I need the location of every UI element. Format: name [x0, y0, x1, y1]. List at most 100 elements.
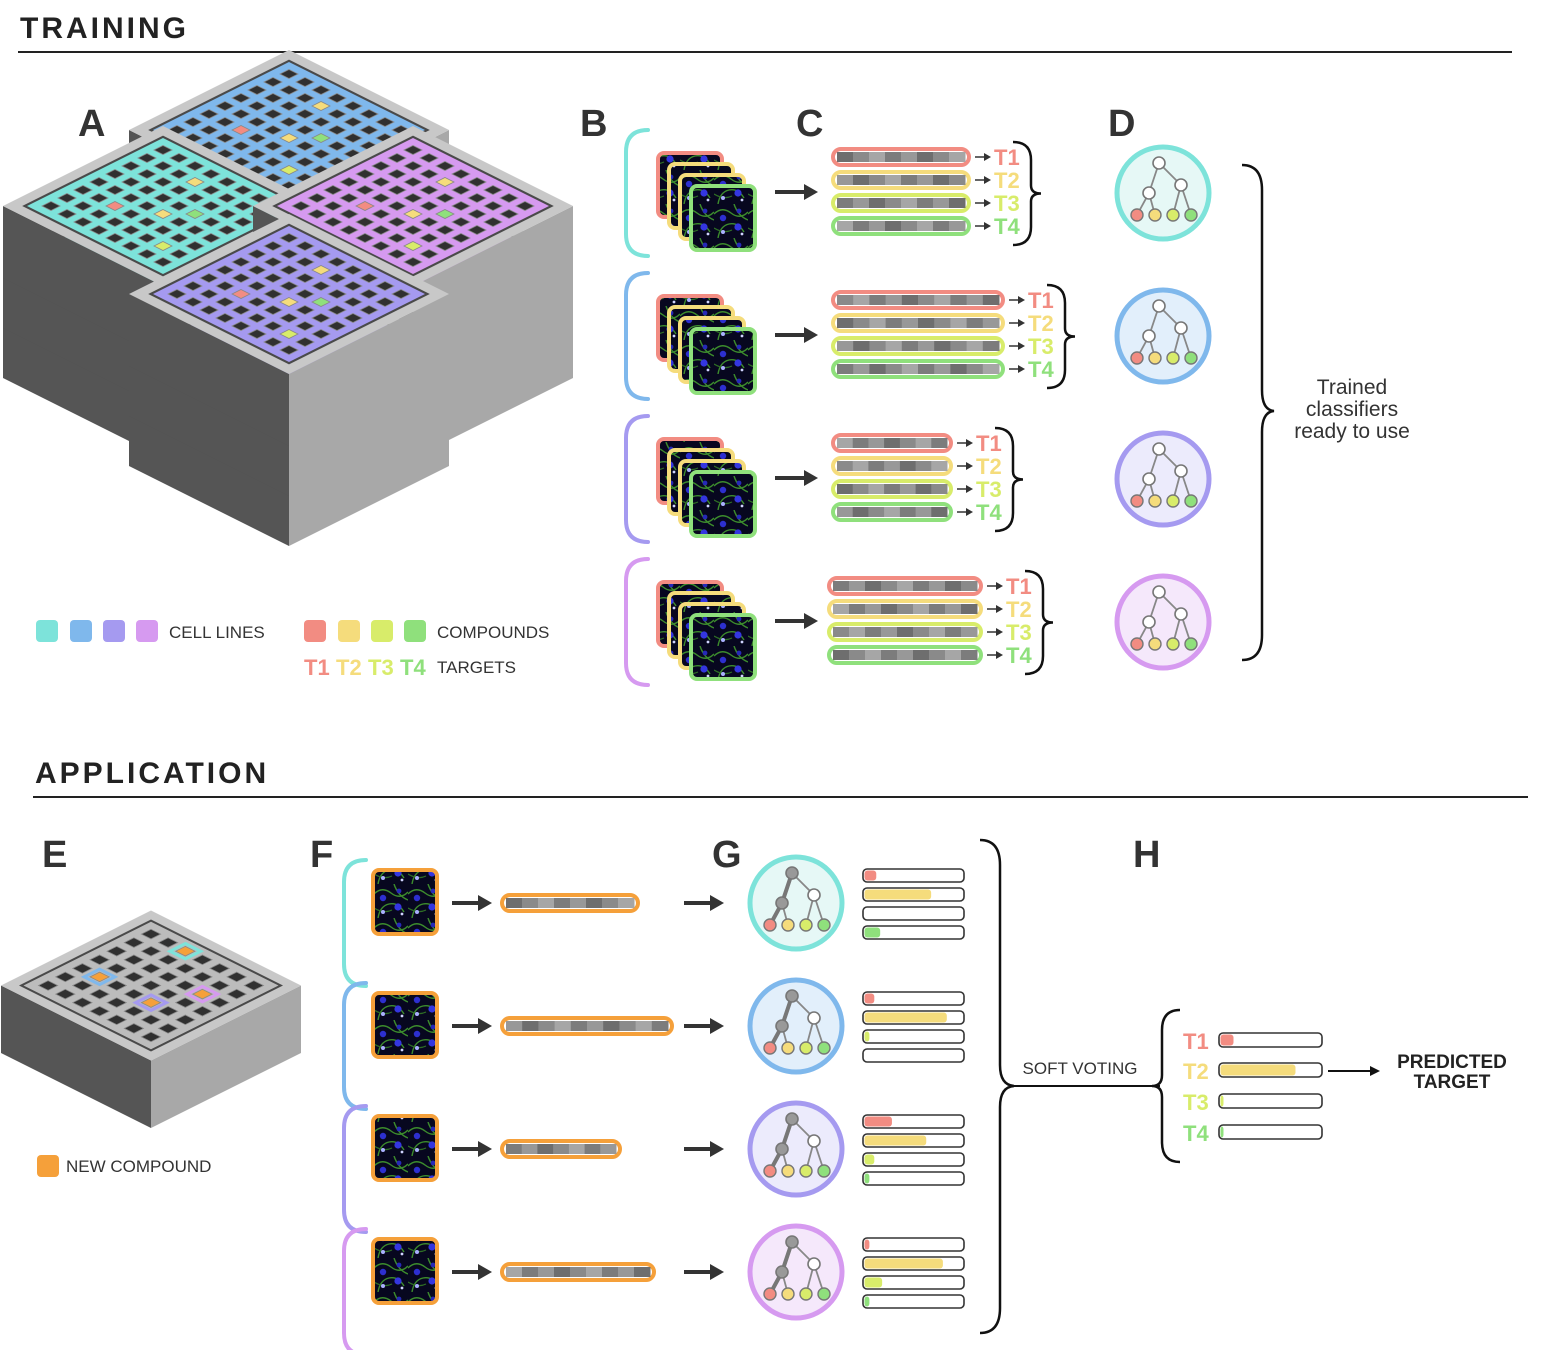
tree-node — [785, 1235, 799, 1249]
feature-cell — [869, 198, 886, 208]
feature-cell — [966, 318, 984, 328]
feature-cell — [950, 364, 968, 374]
plate-well — [174, 945, 196, 957]
plate-well — [355, 233, 375, 243]
tree-leaf — [817, 1164, 831, 1178]
plate-well — [106, 1014, 128, 1026]
plate-well — [191, 988, 213, 1000]
cell-line-bracket — [624, 271, 650, 401]
classifier-arrow-head — [710, 1018, 724, 1034]
target-arrow-head — [966, 439, 973, 447]
feature-cell — [961, 627, 978, 637]
plate-well — [191, 971, 213, 983]
plate-well — [89, 209, 109, 219]
plate-well — [359, 125, 379, 135]
final-target-label: T2 — [1183, 1059, 1209, 1084]
plate-well — [54, 988, 76, 1000]
plate-well — [89, 971, 111, 983]
plate-well — [295, 77, 315, 87]
tree-leaf — [1166, 637, 1180, 651]
tree-node — [1174, 178, 1188, 192]
plate-well — [153, 241, 173, 251]
plate-well — [311, 117, 331, 127]
plate-well — [169, 153, 189, 163]
plate-well — [279, 69, 299, 79]
feature-cell — [897, 604, 914, 614]
plate-well — [435, 177, 455, 187]
feature-cell — [853, 364, 870, 374]
plate-well — [106, 945, 128, 957]
plate-well — [153, 225, 173, 235]
plate-well — [105, 169, 125, 179]
plate-well — [403, 241, 423, 251]
plate-well — [451, 217, 471, 227]
compound-well-highlight — [166, 941, 205, 961]
feature-cell — [918, 341, 935, 351]
plate-well — [419, 217, 439, 227]
plate-well — [247, 329, 267, 339]
feature-cell — [853, 221, 870, 231]
compound-swatch — [404, 620, 426, 642]
plate-well — [89, 988, 111, 1000]
plate-well — [279, 345, 299, 355]
plate-well — [327, 289, 347, 299]
plate-well — [89, 193, 109, 203]
plate-well — [279, 101, 299, 111]
score-bar-fill — [864, 1135, 927, 1146]
plate-well — [174, 1014, 196, 1026]
plate-well — [327, 141, 347, 151]
tree-leaf — [763, 1041, 777, 1055]
feature-cell — [865, 581, 882, 591]
plate-well — [359, 305, 379, 315]
tree-node — [1142, 329, 1156, 343]
tree-node — [1174, 464, 1188, 478]
target-arrow-head — [984, 222, 991, 230]
tree-leaf — [817, 1287, 831, 1301]
plate-well — [279, 313, 299, 323]
target-arrow-head — [1018, 319, 1025, 327]
feature-cell — [917, 221, 934, 231]
feature-cell — [899, 438, 917, 448]
feature-cell — [933, 152, 950, 162]
feature-cell — [982, 364, 1000, 374]
target-label: T1 — [994, 145, 1020, 170]
score-bar-track — [862, 1237, 965, 1252]
plate-well — [295, 321, 315, 331]
features-brace — [1024, 569, 1054, 676]
plate-well — [387, 233, 407, 243]
plate-well — [403, 177, 423, 187]
application-rows — [342, 854, 965, 1355]
plate-well — [153, 209, 173, 219]
plate-well — [263, 321, 283, 331]
feature-cell — [961, 650, 978, 660]
plate-well — [183, 297, 203, 307]
predicted-arrow-head — [1370, 1066, 1380, 1076]
target-arrow-head — [966, 485, 973, 493]
feature-cell — [901, 198, 918, 208]
compound-well-highlight — [183, 984, 222, 1004]
tree-leaf — [781, 1164, 795, 1178]
feature-cell — [849, 604, 866, 614]
feature-cell — [961, 581, 978, 591]
plate-well — [343, 297, 363, 307]
plate-well — [231, 321, 251, 331]
plate-well — [279, 281, 299, 291]
plate-well — [467, 177, 487, 187]
target-arrow-head — [996, 582, 1003, 590]
plate-well — [295, 257, 315, 267]
feature-cell — [837, 507, 854, 517]
plate-well — [323, 201, 343, 211]
target-label: T4 — [1006, 643, 1032, 668]
plate-well — [231, 305, 251, 315]
feature-cell — [933, 198, 950, 208]
plate-well — [71, 980, 93, 991]
plate-well — [311, 313, 331, 323]
cell-line-swatch — [136, 620, 158, 642]
panel-label-b: B — [580, 103, 607, 145]
feature-cell — [931, 438, 948, 448]
plate-well — [140, 1031, 162, 1043]
compound-swatch — [338, 620, 360, 642]
plate-well — [140, 928, 162, 940]
feature-cell — [915, 507, 932, 517]
